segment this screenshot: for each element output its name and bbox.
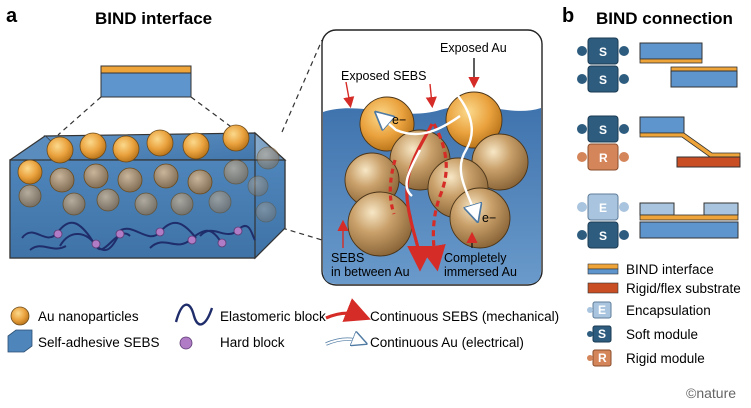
svg-text:E: E: [599, 201, 607, 215]
legend-au-nanoparticles: Au nanoparticles: [10, 306, 139, 326]
panel-b-letter: b: [562, 5, 574, 27]
svg-text:Soft module: Soft module: [626, 327, 698, 342]
zoom-au-spheres: [344, 91, 529, 257]
bilayer-icon: [100, 65, 192, 98]
rigid-module-piece: [587, 143, 619, 171]
legend-elastomeric-block: Elastomeric block: [174, 303, 326, 326]
sebs-block-icon: [7, 329, 33, 353]
svg-text:S: S: [599, 229, 607, 243]
svg-text:Elastomeric block: Elastomeric block: [220, 309, 326, 324]
svg-text:S: S: [598, 327, 606, 341]
panel-a-title: BIND interface: [95, 9, 212, 28]
encapsulation-piece: [587, 193, 619, 221]
svg-text:Hard block: Hard block: [220, 335, 285, 350]
label-immersed-1: Completely: [444, 251, 507, 265]
puzzle-row-soft-soft: S S: [577, 37, 738, 93]
puzzle-row-encap-soft: E S: [577, 193, 739, 249]
label-sebs-between-1: SEBS: [331, 251, 364, 265]
puzzle-row-soft-rigid: S R: [577, 115, 741, 171]
label-immersed-2: immersed Au: [444, 265, 517, 279]
svg-text:Au nanoparticles: Au nanoparticles: [38, 309, 139, 324]
white-au-paths: [380, 91, 476, 216]
nature-credit: ©nature: [686, 385, 736, 401]
svg-text:Rigid/flex substrate: Rigid/flex substrate: [626, 281, 741, 296]
svg-text:Rigid module: Rigid module: [626, 351, 705, 366]
label-exposed-au: Exposed Au: [440, 41, 507, 55]
svg-text:S: S: [599, 73, 607, 87]
au-nanoparticles-top: [17, 124, 280, 223]
hard-block-dots: [53, 226, 243, 249]
red-arrow-icon: [325, 298, 371, 322]
legend-encapsulation: E Encapsulation: [587, 301, 711, 319]
svg-text:E: E: [598, 303, 606, 317]
legend-self-adhesive-sebs: Self-adhesive SEBS: [7, 329, 160, 353]
substrate-swatch: [587, 282, 619, 294]
legend-bind-interface: BIND interface: [587, 262, 714, 277]
svg-text:Encapsulation: Encapsulation: [626, 303, 711, 318]
legend-hard-block: Hard block: [179, 335, 285, 350]
elastomeric-chain-icon: [174, 303, 214, 326]
svg-text:Self-adhesive SEBS: Self-adhesive SEBS: [38, 335, 160, 350]
legend-continuous-au: Continuous Au (electrical): [325, 335, 524, 350]
legend-rigid-flex-substrate: Rigid/flex substrate: [587, 281, 741, 296]
svg-text:S: S: [599, 45, 607, 59]
legend-rigid-module: R Rigid module: [587, 349, 705, 367]
svg-text:BIND interface: BIND interface: [626, 262, 714, 277]
label-exposed-sebs: Exposed SEBS: [341, 69, 426, 83]
svg-text:R: R: [599, 151, 608, 165]
bind-interface-swatch: [587, 263, 619, 270]
svg-text:Continuous SEBS (mechanical): Continuous SEBS (mechanical): [370, 309, 559, 324]
label-electron-top: e−: [392, 113, 406, 127]
label-sebs-between-2: in between Au: [331, 265, 410, 279]
svg-text:R: R: [598, 351, 607, 365]
soft-module-piece: [587, 221, 619, 249]
soft-module-piece: [587, 115, 619, 143]
hard-block-icon: [179, 336, 193, 350]
callout-arrows: [337, 58, 480, 248]
legend-continuous-sebs: Continuous SEBS (mechanical): [325, 298, 559, 324]
soft-module-piece: [587, 65, 619, 93]
red-sebs-paths: [388, 123, 448, 272]
svg-text:S: S: [599, 123, 607, 137]
legend-soft-module: S Soft module: [587, 325, 698, 343]
au-nanoparticle-icon: [10, 306, 30, 326]
panel-b-title: BIND connection: [596, 9, 733, 28]
panel-a-letter: a: [6, 5, 18, 27]
soft-module-piece: [587, 37, 619, 65]
svg-text:Continuous Au (electrical): Continuous Au (electrical): [370, 335, 524, 350]
label-electron-bottom: e−: [482, 211, 496, 225]
